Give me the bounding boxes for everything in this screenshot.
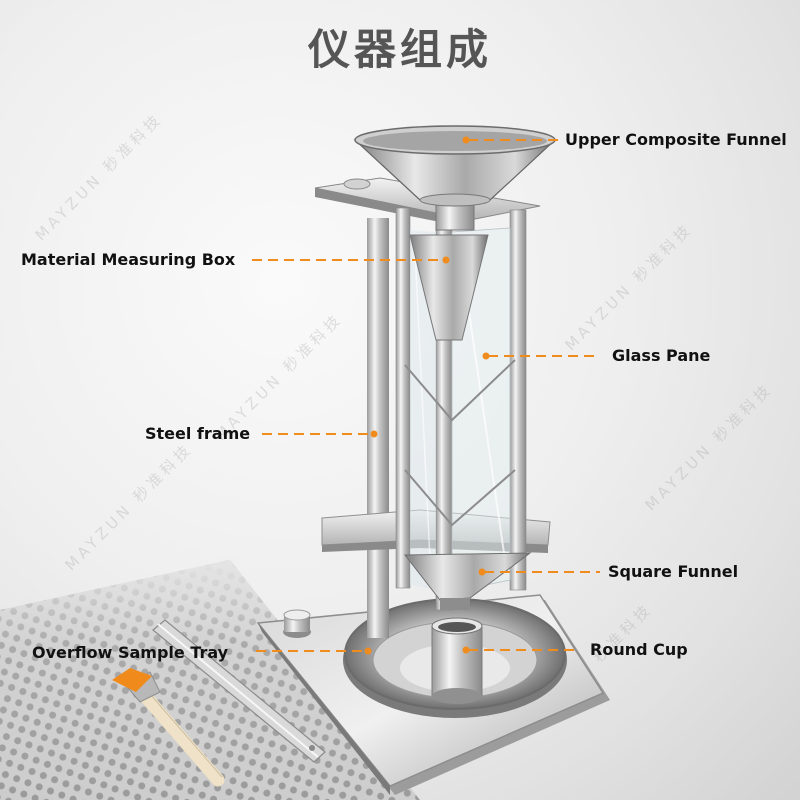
label-round-cup: Round Cup [590, 640, 688, 659]
leader-dot [478, 568, 486, 576]
label-glass-pane: Glass Pane [612, 346, 711, 365]
leader-dot [370, 430, 378, 438]
label-material-measuring-box: Material Measuring Box [21, 250, 236, 269]
leader-dot [442, 256, 450, 264]
page-title: 仪器组成 [307, 25, 492, 74]
leader-dot [462, 136, 470, 144]
label-square-funnel: Square Funnel [608, 562, 739, 581]
leader-dot [364, 647, 372, 655]
leader-dot [482, 352, 490, 360]
label-overflow-sample-tray: Overflow Sample Tray [32, 643, 229, 662]
label-upper-composite-funnel: Upper Composite Funnel [565, 130, 787, 149]
label-steel-frame: Steel frame [145, 424, 251, 443]
leader-dot [462, 646, 470, 654]
